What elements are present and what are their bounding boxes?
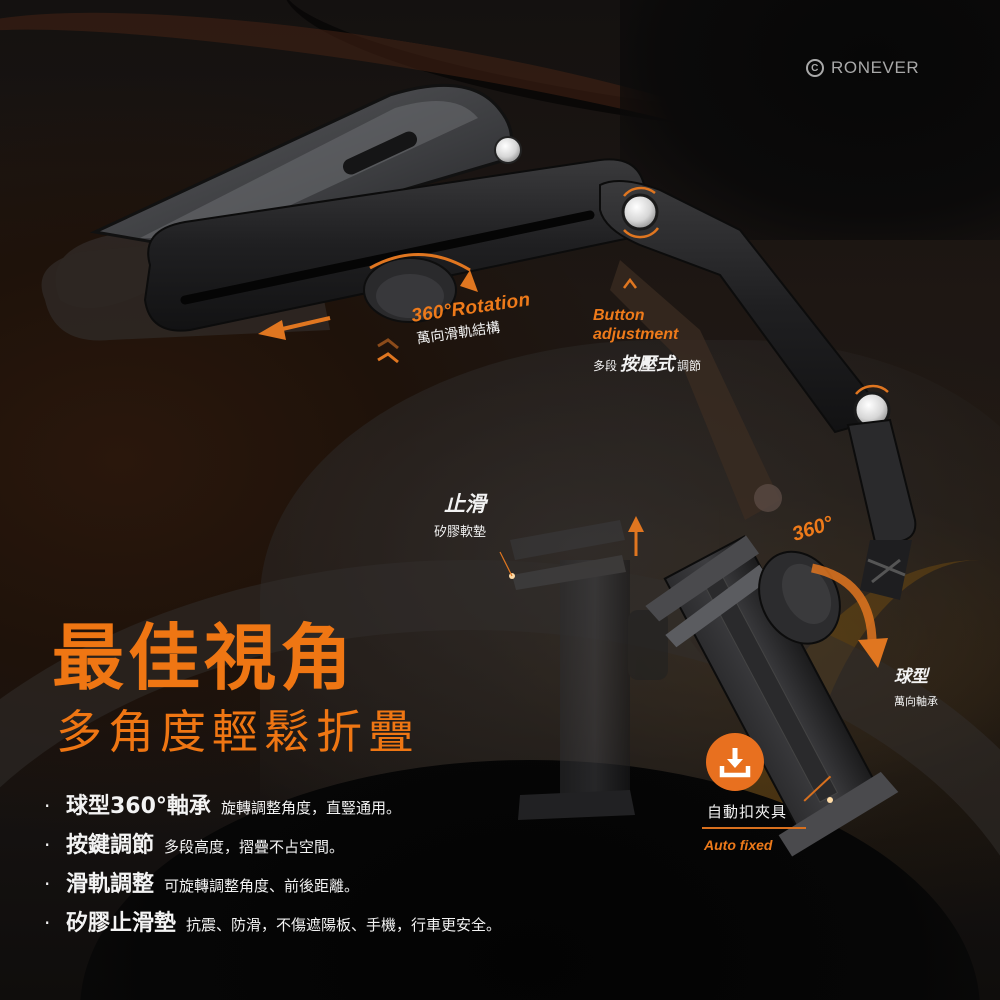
button-callout-zh-post: 調節	[677, 359, 702, 373]
anti-slip-subtitle: 矽膠軟墊	[433, 525, 486, 540]
feature-item: · 滑軌調整 可旋轉調整角度、前後距離。	[44, 866, 501, 905]
download-arrow-icon	[706, 733, 764, 791]
feature-title: 矽膠止滑墊	[66, 911, 177, 936]
feature-desc: 多段高度，摺疊不占空間。	[164, 838, 345, 856]
brand-logo: C RONEVER	[806, 58, 919, 78]
button-adjustment-callout: Button adjustment 多段按壓式調節	[593, 306, 701, 376]
auto-fixed-underline	[702, 827, 806, 829]
ball-joint-callout: 球型 萬向軸承	[894, 662, 938, 709]
brand-name: RONEVER	[831, 58, 920, 77]
folding-arm	[599, 180, 917, 600]
anti-slip-title: 止滑	[444, 492, 486, 516]
button-callout-en-line2: adjustment	[593, 326, 679, 343]
auto-fixed-label-zh: 自動扣夾具	[707, 803, 788, 821]
phone-holder-clamp	[645, 535, 899, 857]
feature-desc: 抗震、防滑，不傷遮陽板、手機，行車更安全。	[186, 916, 502, 934]
feature-desc: 可旋轉調整角度、前後距離。	[164, 877, 360, 895]
visor-clip	[90, 83, 522, 252]
feature-title: 按鍵調節	[66, 833, 155, 858]
bullet-dot: ·	[44, 872, 51, 896]
bullet-dot: ·	[44, 911, 51, 935]
auto-fixed-label-en: Auto fixed	[704, 837, 773, 853]
feature-item: · 矽膠止滑墊 抗震、防滑，不傷遮陽板、手機，行車更安全。	[44, 905, 501, 944]
button-callout-zh-bold: 按壓式	[620, 354, 675, 375]
ghost-phone-holder	[510, 520, 668, 820]
feature-list: · 球型360°軸承 旋轉調整角度，直豎通用。 · 按鍵調節 多段高度，摺疊不占…	[44, 788, 501, 944]
feature-title: 滑軌調整	[66, 872, 155, 897]
feature-desc: 旋轉調整角度，直豎通用。	[220, 799, 401, 817]
button-callout-en-line1: Button	[593, 307, 645, 324]
ball-joint-title: 球型	[894, 667, 928, 687]
feature-item: · 按鍵調節 多段高度，摺疊不占空間。	[44, 827, 501, 866]
copyright-icon: C	[806, 59, 824, 77]
bullet-dot: ·	[44, 794, 51, 818]
feature-item: · 球型360°軸承 旋轉調整角度，直豎通用。	[44, 788, 501, 827]
bullet-dot: ·	[44, 833, 51, 857]
headline-subtitle: 多角度輕鬆折疊	[56, 705, 420, 759]
button-callout-zh: 多段按壓式調節	[593, 350, 701, 376]
button-callout-zh-pre: 多段	[593, 359, 618, 373]
feature-title: 球型360°軸承	[66, 794, 211, 819]
ball-joint-subtitle: 萬向軸承	[894, 695, 938, 708]
anti-slip-callout: 止滑 矽膠軟墊	[416, 488, 486, 540]
headline-title: 最佳視角	[52, 616, 357, 700]
